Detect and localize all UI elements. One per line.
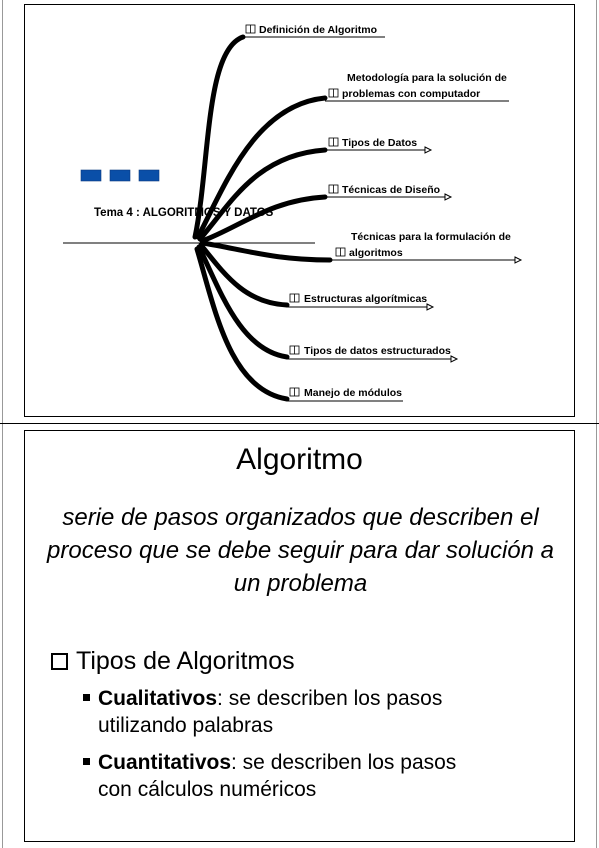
page-margin-left [2, 0, 3, 848]
branch-label: Tipos de datos estructurados [304, 345, 451, 357]
blue-square-3 [138, 169, 160, 182]
book-icon [245, 24, 256, 34]
square-bullet-icon [83, 693, 90, 701]
book-icon [335, 247, 346, 257]
square-bullet-icon [83, 757, 90, 765]
main-bullet: Tipos de Algoritmos [51, 647, 295, 676]
blue-square-2 [109, 169, 131, 182]
branch-label: Metodología para la solución de [347, 72, 507, 84]
central-topic: Tema 4 : ALGORITMOS Y DATOS [94, 207, 274, 219]
slide-separator [0, 423, 599, 424]
definition-slide: Algoritmo serie de pasos organizados que… [24, 430, 575, 842]
branch-label: algoritmos [349, 247, 403, 259]
sub-bullet-desc: : se describen los pasos [217, 687, 443, 710]
main-bullet-text: Tipos de Algoritmos [76, 647, 295, 675]
branch-label: Tipos de Datos [342, 137, 417, 149]
branch-label: Definición de Algoritmo [259, 24, 377, 36]
sub-bullet-cualitativos: Cualitativos: se describen los pasos uti… [83, 685, 553, 739]
sub-bullet-desc-cont: con cálculos numéricos [98, 778, 317, 801]
blue-square-1 [80, 169, 102, 182]
checkbox-bullet-icon [51, 653, 68, 670]
mindmap-slide: Tema 4 : ALGORITMOS Y DATOS [24, 4, 575, 417]
book-icon [328, 88, 339, 98]
book-icon [328, 184, 339, 194]
book-icon [289, 345, 300, 355]
page-margin-right [596, 0, 597, 848]
branch-underlines [243, 36, 523, 402]
book-icon [289, 387, 300, 397]
branch-label: Técnicas de Diseño [342, 184, 440, 196]
branch-curves [192, 34, 333, 402]
branch-label: Manejo de módulos [304, 387, 402, 399]
branch-label: Estructuras algorítmicas [304, 293, 427, 305]
sub-bullet-term: Cualitativos [98, 687, 218, 710]
sub-bullet-cuantitativos: Cuantitativos: se describen los pasos co… [83, 749, 553, 803]
book-icon [289, 293, 300, 303]
sub-bullet-term: Cuantitativos [98, 751, 232, 774]
branch-label: Técnicas para la formulación de [351, 231, 511, 243]
mindmap-diagram: Tema 4 : ALGORITMOS Y DATOS [63, 24, 523, 402]
slide-title: Algoritmo [236, 443, 363, 476]
sub-bullet-desc-cont: utilizando palabras [98, 714, 274, 737]
book-icon [328, 137, 339, 147]
branch-label: problemas con computador [342, 88, 480, 100]
definition-text: serie de pasos organizados que describen… [47, 504, 554, 597]
book-icons [245, 24, 346, 397]
sub-bullet-desc: : se describen los pasos [231, 751, 457, 774]
